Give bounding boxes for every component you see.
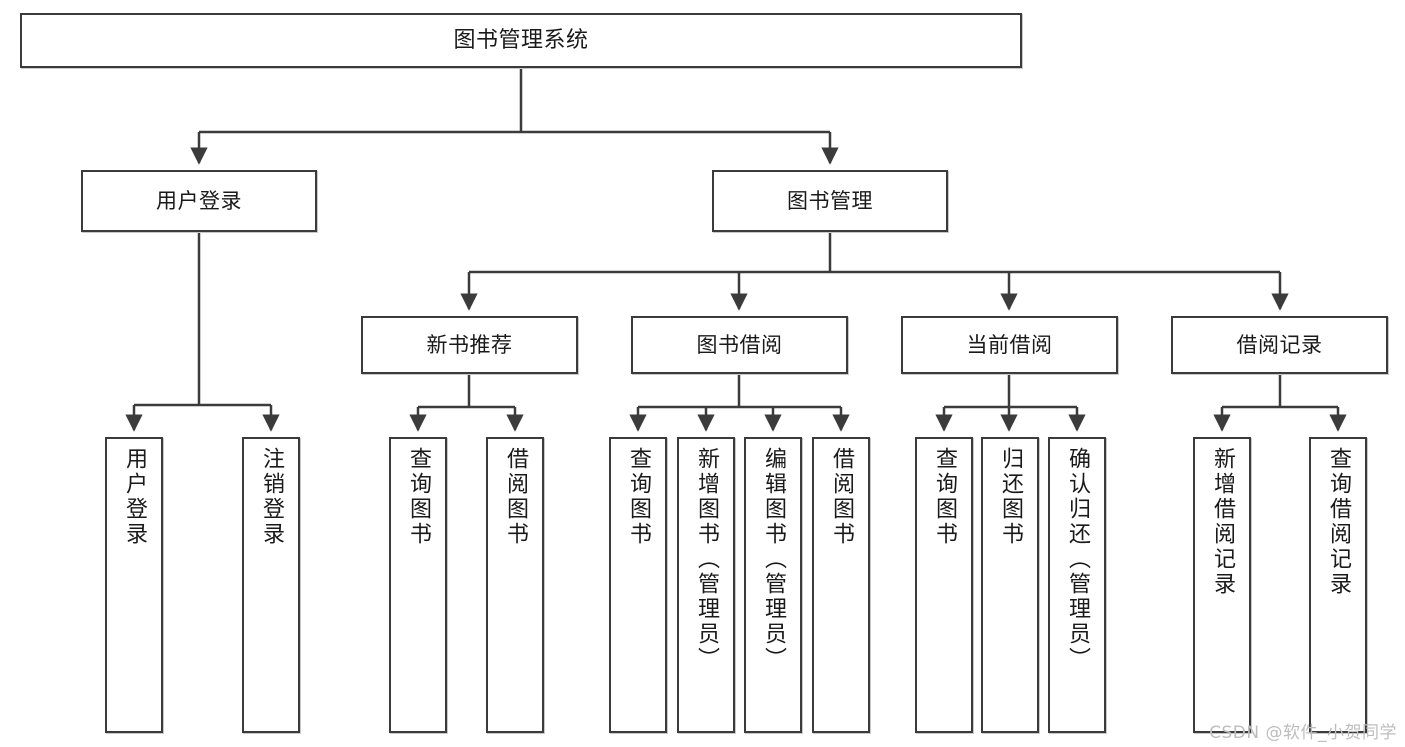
node-borrow-record-label: 借阅记录 [1236,332,1323,357]
leaf-new-book-query-label: 查询图书 [406,447,431,547]
leaf-record-add[interactable]: 新增借阅记录 [1193,437,1251,733]
leaf-new-book-borrow-label: 借阅图书 [503,447,528,547]
node-book-borrow-label: 图书借阅 [696,332,783,357]
node-book-borrow[interactable]: 图书借阅 [631,316,848,374]
leaf-current-confirm-return-label: 确认归还（管理员） [1065,447,1090,672]
node-root[interactable]: 图书管理系统 [20,13,1022,68]
leaf-borrow-edit-book[interactable]: 编辑图书（管理员） [744,437,802,733]
leaf-user-login-signin-label: 用户登录 [122,447,147,547]
leaf-user-login-signout[interactable]: 注销登录 [242,437,300,733]
leaf-borrow-query-book-label: 查询图书 [626,447,651,547]
leaf-record-add-label: 新增借阅记录 [1210,447,1235,597]
node-user-login-label: 用户登录 [156,188,242,213]
leaf-current-query-book[interactable]: 查询图书 [915,437,973,733]
leaf-borrow-add-book-label: 新增图书（管理员） [694,447,719,672]
node-root-label: 图书管理系统 [453,27,589,53]
watermark: CSDN @软件_小贺同学 [1209,723,1397,743]
leaf-current-confirm-return[interactable]: 确认归还（管理员） [1048,437,1106,733]
leaf-user-login-signout-label: 注销登录 [259,447,284,547]
leaf-new-book-query[interactable]: 查询图书 [389,437,447,733]
node-user-login[interactable]: 用户登录 [81,170,317,232]
node-new-book-recommend[interactable]: 新书推荐 [361,316,578,374]
leaf-current-return-book-label: 归还图书 [998,447,1023,547]
leaf-current-query-book-label: 查询图书 [932,447,957,547]
leaf-borrow-edit-book-label: 编辑图书（管理员） [761,447,786,672]
leaf-user-login-signin[interactable]: 用户登录 [105,437,163,733]
node-book-management[interactable]: 图书管理 [712,170,948,232]
leaf-new-book-borrow[interactable]: 借阅图书 [486,437,544,733]
leaf-record-query[interactable]: 查询借阅记录 [1309,437,1367,733]
node-current-borrow-label: 当前借阅 [966,332,1053,357]
leaf-record-query-label: 查询借阅记录 [1326,447,1351,597]
node-current-borrow[interactable]: 当前借阅 [901,316,1118,374]
leaf-borrow-borrow-book[interactable]: 借阅图书 [812,437,870,733]
node-book-management-label: 图书管理 [787,188,873,213]
node-new-book-recommend-label: 新书推荐 [426,332,513,357]
leaf-current-return-book[interactable]: 归还图书 [981,437,1039,733]
leaf-borrow-borrow-book-label: 借阅图书 [829,447,854,547]
leaf-borrow-add-book[interactable]: 新增图书（管理员） [677,437,735,733]
node-borrow-record[interactable]: 借阅记录 [1171,316,1388,374]
leaf-borrow-query-book[interactable]: 查询图书 [609,437,667,733]
